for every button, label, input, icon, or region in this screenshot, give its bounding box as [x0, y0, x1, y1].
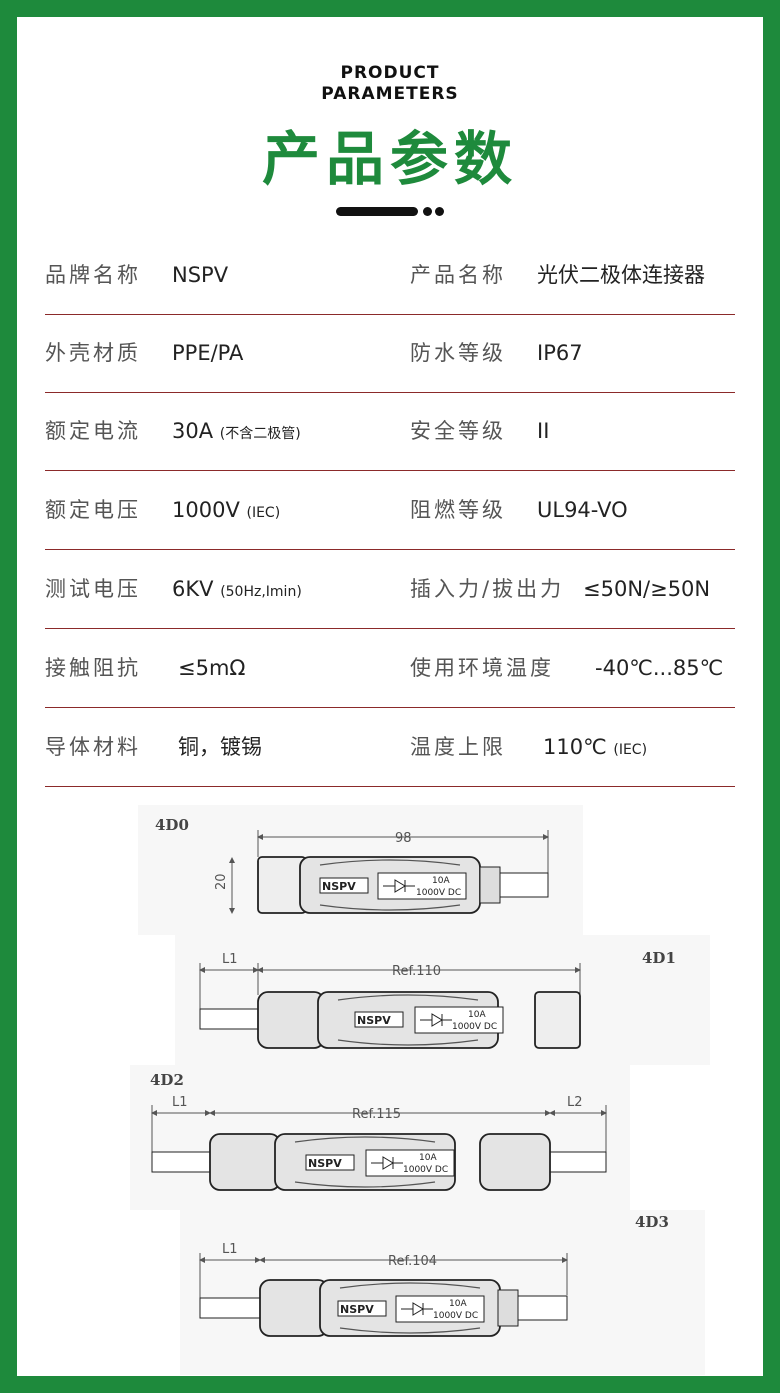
param-value: 6KV (50Hz,Imin)	[172, 577, 302, 601]
dim-ref: Ref.104	[388, 1254, 437, 1269]
dim-l1: L1	[222, 1242, 238, 1257]
param-label: 外壳材质	[45, 341, 141, 365]
dim-ref: Ref.115	[352, 1107, 401, 1122]
param-label: 防水等级	[410, 341, 506, 365]
rating-voltage: 1000V DC	[433, 1311, 478, 1321]
english-title-line2: PARAMETERS	[321, 84, 459, 104]
param-label: 接触阻抗	[45, 656, 141, 680]
rating-voltage: 1000V DC	[416, 888, 461, 898]
model-name: 4D2	[150, 1071, 184, 1089]
param-value: ≤50N/≥50N	[583, 577, 711, 601]
param-value: PPE/PA	[172, 341, 244, 365]
param-row: 额定电压 1000V (IEC) 阻燃等级 UL94-VO	[45, 471, 735, 550]
param-value: -40℃...85℃	[595, 656, 724, 680]
param-label: 插入力/拔出力	[410, 577, 565, 601]
param-value: 30A (不含二极管)	[172, 419, 301, 443]
param-value: IP67	[537, 341, 583, 365]
param-value: 110℃ (IEC)	[543, 735, 648, 759]
param-label: 安全等级	[410, 419, 506, 443]
param-row: 接触阻抗 ≤5mΩ 使用环境温度 -40℃...85℃	[45, 629, 735, 708]
param-label: 温度上限	[410, 735, 506, 759]
param-row: 测试电压 6KV (50Hz,Imin) 插入力/拔出力 ≤50N/≥50N	[45, 550, 735, 629]
dim-ref: Ref.110	[392, 964, 441, 979]
rating-current: 10A	[419, 1153, 437, 1163]
param-label: 品牌名称	[45, 263, 141, 287]
brand-label: NSPV	[308, 1157, 342, 1170]
page-title: 产品参数	[261, 125, 518, 193]
param-value: 光伏二极体连接器	[537, 263, 705, 287]
param-row: 额定电流 30A (不含二极管) 安全等级 II	[45, 392, 735, 471]
param-label: 额定电压	[45, 498, 141, 522]
rating-voltage: 1000V DC	[452, 1022, 497, 1032]
param-value: 铜，镀锡	[178, 735, 262, 759]
rating-current: 10A	[449, 1299, 467, 1309]
model-name: 4D0	[155, 816, 189, 834]
model-name: 4D1	[642, 949, 676, 967]
param-label: 导体材料	[45, 735, 141, 759]
dim-l1: L1	[172, 1095, 188, 1110]
param-value: 1000V (IEC)	[172, 498, 281, 522]
param-value: ≤5mΩ	[178, 656, 246, 680]
model-4d1-drawing: 4D1 L1 Ref.110 NSPV 10A 1000V DC	[175, 935, 710, 1065]
rating-voltage: 1000V DC	[403, 1165, 448, 1175]
english-title-line1: PRODUCT	[340, 63, 440, 83]
brand-label: NSPV	[357, 1014, 391, 1027]
model-4d0-drawing: 4D0 98 20 NSPV 10A 1000V DC	[138, 805, 583, 935]
brand-label: NSPV	[340, 1303, 374, 1316]
connector-drawings: 4D0 98 20 NSPV 10A 1000V DC 4D1 L1 Ref.1…	[130, 805, 710, 1375]
param-row: 品牌名称 NSPV 产品名称 光伏二极体连接器	[45, 236, 735, 315]
param-row: 外壳材质 PPE/PA 防水等级 IP67	[45, 314, 735, 393]
model-4d2-drawing: 4D2 L1 Ref.115 L2 NSPV 10A 1000V DC	[130, 1065, 630, 1210]
param-row: 导体材料 铜，镀锡 温度上限 110℃ (IEC)	[45, 708, 735, 787]
model-name: 4D3	[635, 1213, 669, 1231]
dim-length: 98	[395, 831, 412, 846]
param-label: 阻燃等级	[410, 498, 506, 522]
param-value: II	[537, 419, 550, 443]
param-label: 测试电压	[45, 577, 141, 601]
dim-l1: L1	[222, 952, 238, 967]
param-label: 使用环境温度	[410, 656, 554, 680]
dim-l2: L2	[567, 1095, 583, 1110]
brand-label: NSPV	[322, 880, 356, 893]
rating-current: 10A	[432, 876, 450, 886]
dim-height: 20	[214, 873, 229, 890]
rating-current: 10A	[468, 1010, 486, 1020]
param-label: 产品名称	[410, 263, 506, 287]
param-label: 额定电流	[45, 419, 141, 443]
param-value: UL94-VO	[537, 498, 628, 522]
model-4d3-drawing: 4D3 L1 Ref.104 NSPV 10A 1000V DC	[180, 1210, 705, 1375]
param-value: NSPV	[172, 263, 229, 287]
